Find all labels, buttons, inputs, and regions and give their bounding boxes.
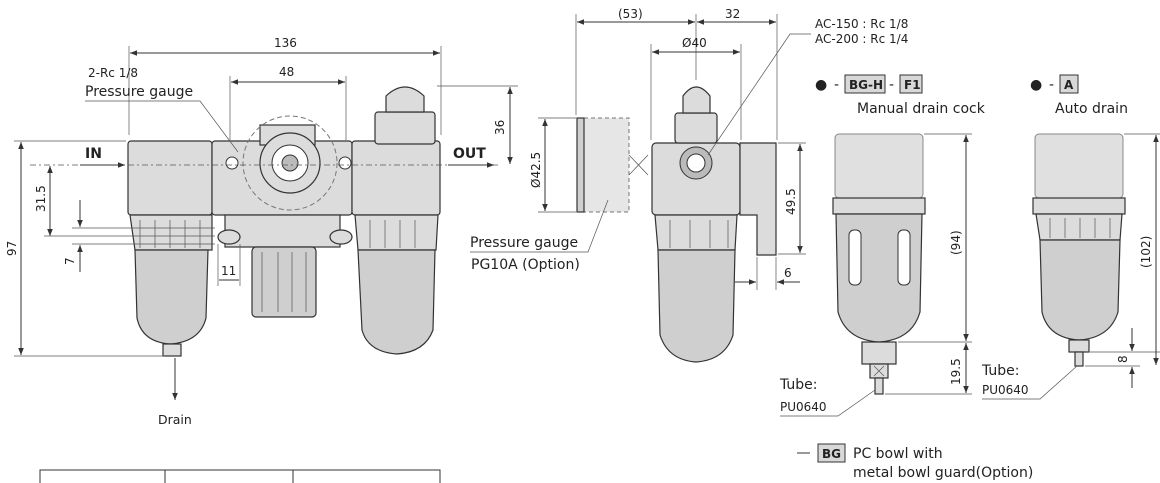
- auto-drain-valve: [1068, 339, 1090, 353]
- dim-phi40: Ø40: [682, 36, 707, 50]
- manual-drain-view: ● - BG-H - F1 Manual drain cock (94) 19.…: [779, 74, 986, 417]
- filter-bowl: [134, 249, 209, 345]
- dim-97: 97: [5, 241, 19, 256]
- in-label: IN: [85, 146, 102, 162]
- port-label: 2-Rc 1/8: [88, 66, 138, 80]
- out-label: OUT: [453, 146, 486, 162]
- gauge-outline: [242, 115, 338, 211]
- manual-code2: F1: [904, 78, 921, 92]
- legend-code: BG: [822, 447, 841, 461]
- dim-94: (94): [949, 230, 963, 255]
- dim-8: 8: [1116, 355, 1130, 363]
- regulator-knob: [251, 246, 317, 318]
- dim-102: (102): [1139, 236, 1153, 268]
- dim-53: (53): [618, 7, 643, 21]
- lubricator-cap: [374, 111, 436, 145]
- side-view: (53) 32 Ø40 Ø42.5 49.5 6 AC-150 : Rc 1/8…: [470, 7, 908, 363]
- manual-bullet: ●: [815, 77, 827, 93]
- dim-6: 6: [784, 266, 792, 280]
- auto-drain-top: [1034, 133, 1124, 199]
- svg-text:-: -: [1049, 77, 1054, 93]
- port-ac150: AC-150 : Rc 1/8: [815, 17, 908, 31]
- manual-code1: BG-H: [849, 78, 883, 92]
- auto-code: A: [1064, 78, 1074, 92]
- dim-11: 11: [221, 264, 236, 278]
- gauge-option-label: Pressure gauge: [470, 235, 578, 251]
- auto-drain-view: ● - A Auto drain (102) 8 Tube: PU0640: [981, 74, 1160, 400]
- legend-line1: PC bowl with: [853, 446, 943, 462]
- lubricator-dome: [385, 86, 425, 113]
- filter-bowl-guard: [129, 214, 213, 251]
- dim-19-5: 19.5: [949, 358, 963, 385]
- dim-136: 136: [274, 36, 297, 50]
- auto-drain-fitting: [1074, 351, 1084, 367]
- manual-drain-top: [834, 133, 924, 199]
- auto-tube-code: PU0640: [982, 383, 1029, 397]
- side-bowl: [657, 249, 736, 363]
- dim-phi42-5: Ø42.5: [529, 152, 543, 188]
- svg-text:-: -: [834, 77, 839, 93]
- manual-tube-label: Tube:: [779, 377, 818, 393]
- pressure-gauge-label: Pressure gauge: [85, 84, 193, 100]
- svg-text:-: -: [889, 77, 894, 93]
- lubricator-bowl: [357, 249, 436, 355]
- gauge-option-code: PG10A (Option): [471, 257, 580, 273]
- manual-drain-tube-fitting: [874, 377, 884, 395]
- bracket: [739, 142, 777, 256]
- dim-36: 36: [493, 120, 507, 135]
- auto-drain-title: Auto drain: [1055, 101, 1128, 117]
- gauge-option-outline: [576, 117, 630, 213]
- port-ac200: AC-200 : Rc 1/4: [815, 32, 908, 46]
- front-view: IN OUT Drain 136 48 2-Rc 1/8 Pressure ga…: [5, 36, 518, 427]
- auto-bullet: ●: [1030, 77, 1042, 93]
- dim-7: 7: [63, 257, 77, 265]
- legend-line2: metal bowl guard(Option): [853, 465, 1033, 481]
- bowl-guard-legend: BG PC bowl with metal bowl guard(Option): [797, 443, 1033, 481]
- regulator-lower: [224, 214, 341, 248]
- dim-31-5: 31.5: [34, 185, 48, 212]
- lubricator-body: [351, 140, 441, 216]
- auto-drain-ring: [1032, 197, 1126, 215]
- filter-drain: [162, 343, 182, 357]
- auto-drain-bowl: [1039, 239, 1121, 341]
- manual-tube-code: PU0640: [780, 400, 827, 414]
- manual-drain-ring: [832, 197, 926, 215]
- filter-body: [127, 140, 213, 216]
- spec-table: [39, 469, 441, 483]
- dim-48: 48: [279, 65, 294, 79]
- dim-32: 32: [725, 7, 740, 21]
- dim-49-5: 49.5: [784, 188, 798, 215]
- auto-tube-label: Tube:: [981, 363, 1020, 379]
- manual-drain-title: Manual drain cock: [857, 101, 986, 117]
- manual-drain-cock: [861, 341, 897, 365]
- drain-label: Drain: [158, 412, 192, 427]
